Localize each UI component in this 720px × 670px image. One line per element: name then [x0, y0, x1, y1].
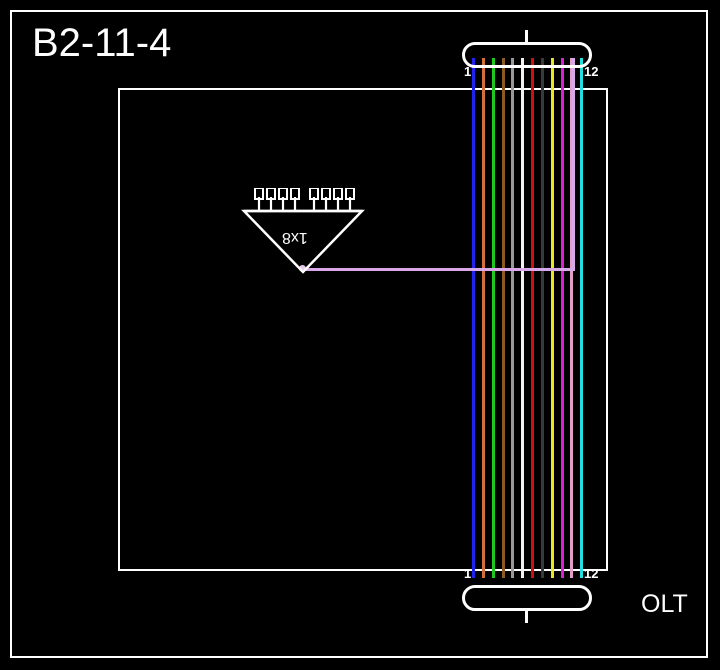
splitter-output-port — [321, 187, 331, 211]
splitter-output-ports — [254, 187, 355, 211]
outer-border-frame — [10, 10, 708, 658]
feeder-fiber-vertical — [572, 58, 575, 271]
splitter-output-port — [309, 187, 319, 211]
fiber-strand-violet — [561, 58, 564, 578]
fiber-strand-rose — [570, 58, 573, 578]
bottom-connector-stem — [525, 609, 528, 623]
splitter-output-port — [345, 187, 355, 211]
bottom-pin-label-first: 1 — [464, 566, 472, 581]
top-pin-label-last: 12 — [584, 64, 599, 79]
fiber-strand-green — [492, 58, 495, 578]
fiber-strand-white — [521, 58, 524, 578]
page-title: B2-11-4 — [32, 21, 172, 65]
splitter-output-port — [290, 187, 300, 211]
splitter-output-port — [333, 187, 343, 211]
optical-splitter[interactable] — [238, 187, 368, 280]
top-connector-body[interactable] — [462, 42, 592, 68]
fiber-strand-yellow — [551, 58, 554, 578]
olt-label: OLT — [641, 590, 688, 618]
splitter-output-port — [278, 187, 288, 211]
enclosure-rectangle — [118, 88, 608, 571]
fiber-strand-orange — [482, 58, 485, 578]
splitter-output-port — [254, 187, 264, 211]
fiber-strand-aqua — [580, 58, 583, 578]
splitter-symbol-svg — [241, 187, 365, 274]
fiber-strand-slate — [511, 58, 514, 578]
splitter-input-node — [299, 265, 306, 272]
fiber-strand-brown — [502, 58, 505, 578]
bottom-connector-body[interactable] — [462, 585, 592, 611]
bottom-pin-label-last: 12 — [584, 566, 599, 581]
top-connector-stem — [525, 30, 528, 44]
top-pin-label-first: 1 — [464, 64, 472, 79]
fiber-strand-black — [541, 58, 544, 578]
fiber-strand-red — [531, 58, 534, 578]
feeder-fiber-horizontal — [303, 268, 575, 271]
splitter-output-port — [266, 187, 276, 211]
fiber-strand-blue — [472, 58, 475, 578]
splitter-ratio-label: 1x8 — [282, 229, 308, 246]
